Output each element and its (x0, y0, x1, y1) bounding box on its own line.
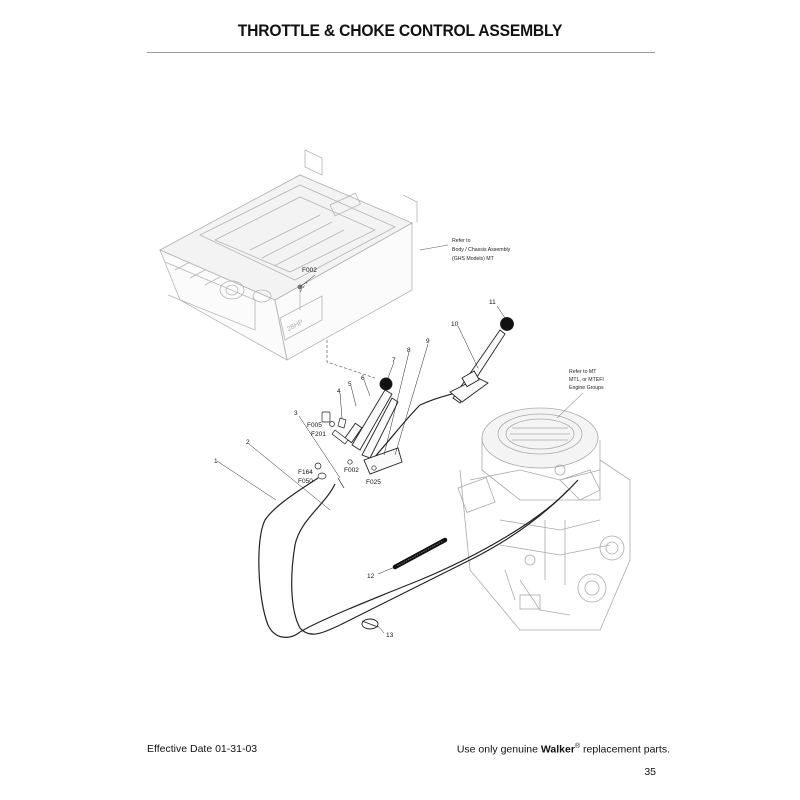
engine-drawing (457, 407, 631, 631)
cable-2-throttle (291, 392, 579, 635)
body-ref-line-1: Refer to (452, 238, 471, 244)
cable-1-choke (258, 477, 569, 638)
choke-lever-assembly (449, 317, 514, 404)
callout-7: 7 (392, 357, 396, 364)
effective-date: Effective Date 01-31-03 (147, 743, 258, 755)
hose-12 (392, 537, 448, 570)
hardware-part-5 (337, 417, 347, 429)
callout-9: 9 (426, 338, 430, 345)
throttle-lever-assembly (344, 377, 403, 475)
callout-3: 3 (294, 410, 298, 417)
callout-8: 8 (407, 347, 411, 354)
callout-f005: F005 (307, 422, 322, 429)
engine-reference-note: Refer to MT MTL, or MTEFI Engine Groups (556, 369, 604, 419)
alignment-dashes (299, 281, 376, 379)
callout-6: 6 (361, 375, 365, 382)
engine-ref-line-2: MTL, or MTEFI (569, 377, 604, 383)
hardware-part-4 (331, 429, 349, 445)
callout-f002-bottom: F002 (344, 467, 359, 474)
body-ref-line-2: Body / Chassis Assembly (452, 247, 511, 253)
hardware-f164 (314, 462, 322, 470)
hardware-f025 (371, 465, 377, 471)
engine-ref-line-1: Refer to MT (569, 369, 597, 375)
callout-12: 12 (367, 573, 375, 580)
hardware-f050 (317, 472, 327, 480)
hardware-f005 (321, 411, 331, 423)
leader-lines (216, 274, 506, 634)
hardware-f201 (329, 421, 335, 427)
callout-1: 1 (214, 458, 218, 465)
callout-labels: F002 11 10 9 8 7 6 5 4 3 F005 F201 2 1 F… (214, 267, 496, 639)
cable-clamp-13 (361, 618, 379, 630)
parts-suffix: replacement parts. (580, 743, 670, 756)
callout-2: 2 (246, 439, 250, 446)
page-number: 35 (644, 766, 656, 778)
callout-f025: F025 (366, 479, 381, 486)
page-title: THROTTLE & CHOKE CONTROL ASSEMBLY (237, 21, 563, 40)
body-chassis-drawing (159, 149, 418, 361)
parts-prefix: Use only genuine (456, 743, 541, 756)
callout-4: 4 (337, 388, 341, 395)
hardware-parts (314, 411, 377, 489)
engine-ref-line-3: Engine Groups (569, 385, 604, 391)
brand-name: Walker (540, 743, 575, 756)
registered-mark: ® (574, 743, 581, 750)
callout-f164: F164 (298, 469, 313, 476)
callout-11: 11 (489, 299, 496, 306)
callout-10: 10 (451, 321, 459, 328)
genuine-parts-notice: Use only genuine Walker® replacement par… (457, 743, 670, 756)
callout-13: 13 (386, 632, 394, 639)
hardware-f002-b (347, 459, 353, 465)
callout-f002-top: F002 (302, 267, 317, 274)
callout-5: 5 (348, 381, 352, 388)
callout-f201: F201 (311, 431, 326, 438)
hardware-part-3 (337, 477, 345, 489)
callout-f050: F050 (298, 478, 313, 485)
body-ref-line-3: (GHS Models) MT (452, 256, 495, 262)
body-reference-note: Refer to Body / Chassis Assembly (GHS Mo… (419, 238, 511, 262)
title-rule (147, 52, 655, 53)
